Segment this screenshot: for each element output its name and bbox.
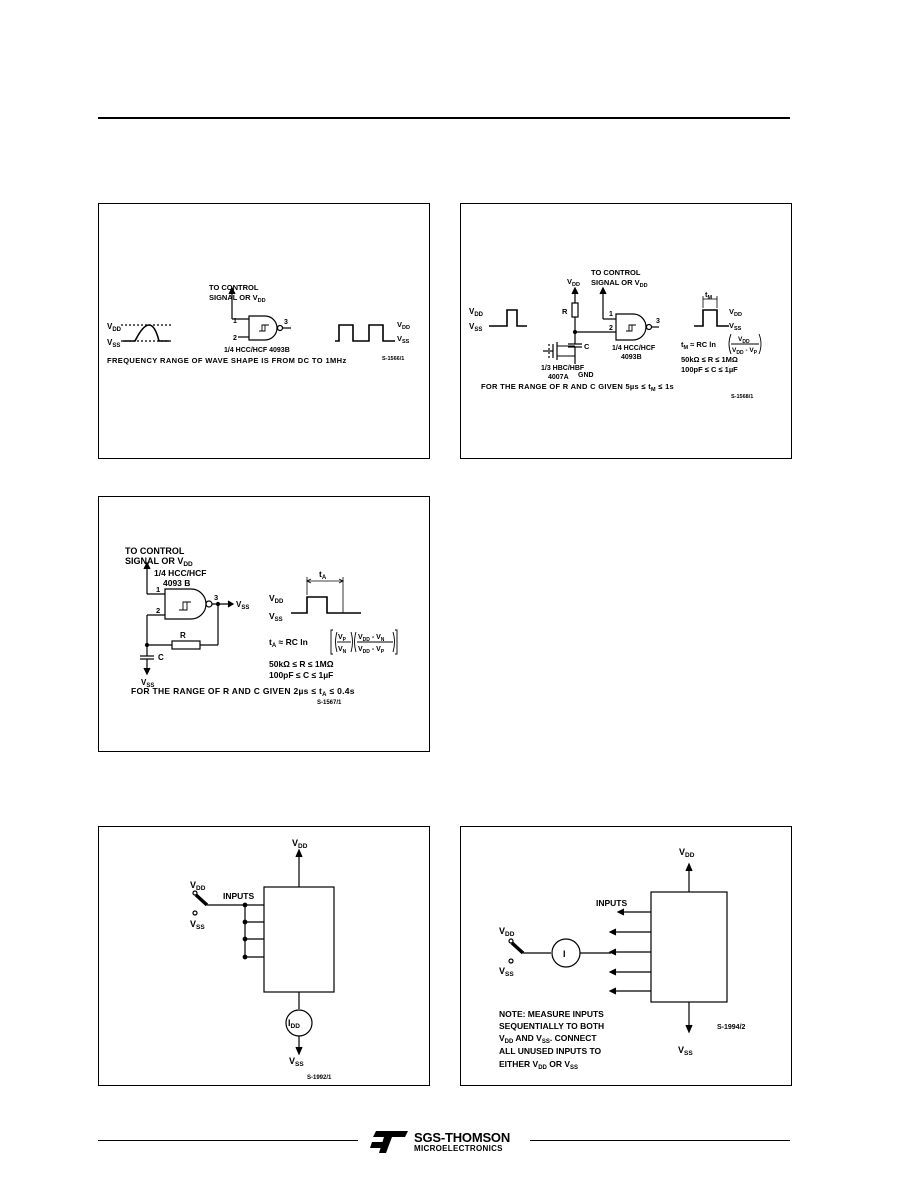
range-r: 50kΩ ≤ R ≤ 1MΩ	[681, 355, 738, 364]
label-signal-or-vdd: SIGNAL OR VDD	[125, 556, 193, 568]
formula-f2-num: VDD - VN	[358, 634, 385, 643]
note-line-5: EITHER VDD OR VSS	[499, 1059, 578, 1071]
label-vdd-top: VDD	[679, 847, 695, 859]
label-signal-or-vdd: SIGNAL OR VDD	[209, 293, 266, 304]
formula-f2-den: VDD - VP	[358, 646, 385, 655]
note-range: FOR THE RANGE OF R AND C GIVEN 5µs ≤ tM …	[481, 382, 674, 393]
meter-idd: IDD	[288, 1018, 300, 1030]
formula-den: VDD - VP	[732, 347, 758, 356]
schematic-astable: TO CONTROL SIGNAL OR VDD 1/4 HCC/HCF 409…	[125, 546, 398, 706]
figure-panel-schmitt-trigger-waveshaper: TO CONTROL SIGNAL OR VDD VDD VSS 1 2 3 1…	[98, 203, 430, 459]
brand-name: SGS-THOMSON	[414, 1130, 511, 1145]
label-in-vdd: VDD	[107, 322, 122, 333]
label-to-control: TO CONTROL	[591, 268, 641, 277]
pin-3: 3	[656, 318, 660, 325]
footer-rule-right	[530, 1140, 790, 1141]
label-gnd-vss: VSS	[141, 678, 154, 689]
label-ta: tA	[319, 569, 327, 581]
pin-1: 1	[233, 318, 237, 325]
label-buffer-part: 4007A	[548, 374, 569, 381]
label-c: C	[158, 653, 164, 662]
schematic-quiescent-current: VDD VDD VSS INPUTS IDD VSS S-1992/1	[190, 838, 335, 1081]
pin-1: 1	[609, 311, 613, 318]
label-out-vdd: VDD	[729, 307, 742, 318]
formula-f1-num: VP	[338, 634, 347, 643]
st-logo-icon: ST	[370, 1131, 408, 1153]
figure-code: S-1568/1	[731, 394, 753, 400]
label-inputs: INPUTS	[596, 898, 628, 908]
note-line-3: VDD AND VSS. CONNECT	[499, 1033, 597, 1045]
label-in-vss: VSS	[107, 338, 120, 349]
formula-num: VDD	[738, 336, 750, 345]
brand-subtitle: MICROELECTRONICS	[414, 1144, 503, 1153]
label-gate: 1/4 HCC/HCF	[612, 345, 656, 352]
label-vdd: VDD	[269, 593, 284, 605]
figure-code: S-1566/1	[382, 356, 404, 362]
label-switch-vss: VSS	[499, 966, 514, 978]
figure-panel-astable: TO CONTROL SIGNAL OR VDD 1/4 HCC/HCF 409…	[98, 496, 430, 752]
range-c: 100pF ≤ C ≤ 1µF	[681, 365, 738, 374]
label-gate: 1/4 HCC/HCF 4093B	[224, 347, 290, 354]
label-vss-bottom: VSS	[289, 1056, 304, 1068]
range-r: 50kΩ ≤ R ≤ 1MΩ	[269, 659, 334, 669]
formula-tm: tM ≈ RC ln	[681, 340, 716, 351]
figure-code: S-1567/1	[317, 700, 342, 706]
label-switch-vdd: VDD	[190, 880, 206, 892]
label-r: R	[562, 307, 568, 316]
figure-panel-quiescent-current: VDD VDD VSS INPUTS IDD VSS S-1992/1	[98, 826, 430, 1086]
label-switch-vss: VSS	[190, 919, 205, 931]
formula-ta: tA ≈ RC ln	[269, 637, 308, 649]
note-range: FOR THE RANGE OF R AND C GIVEN 2µs ≤ tA …	[131, 686, 355, 698]
label-switch-vdd: VDD	[499, 926, 515, 938]
pin-2: 2	[609, 325, 613, 332]
label-vdd-top: VDD	[567, 277, 580, 288]
label-gate-part: 4093B	[621, 354, 642, 361]
header-rule	[98, 117, 790, 119]
label-tm: tM	[705, 290, 713, 301]
schematic-waveshaper: TO CONTROL SIGNAL OR VDD VDD VSS 1 2 3 1…	[107, 283, 410, 365]
formula-f1-den: VN	[338, 646, 347, 655]
label-out-vdd: VDD	[397, 320, 410, 331]
pin-3: 3	[214, 593, 218, 602]
label-to-control: TO CONTROL	[125, 546, 185, 556]
label-c: C	[584, 342, 590, 351]
label-vdd-top: VDD	[292, 838, 308, 850]
schematic-monostable: TO CONTROL SIGNAL OR VDD VDD VDD VSS R C…	[469, 268, 762, 400]
schematic-input-current: VDD INPUTS VDD VSS I NOTE: MEASURE INPUT…	[499, 847, 746, 1071]
pin-3: 3	[284, 319, 288, 326]
pin-2: 2	[156, 606, 160, 615]
range-c: 100pF ≤ C ≤ 1µF	[269, 670, 333, 680]
note-line-4: ALL UNUSED INPUTS TO	[499, 1046, 602, 1056]
note-line-2: SEQUENTIALLY TO BOTH	[499, 1021, 604, 1031]
label-out-vss: VSS	[397, 334, 410, 345]
footer-rule-left	[98, 1140, 358, 1141]
label-out-vss: VSS	[729, 321, 742, 332]
figure-panel-input-current: VDD INPUTS VDD VSS I NOTE: MEASURE INPUT…	[460, 826, 792, 1086]
label-signal-or-vdd: SIGNAL OR VDD	[591, 278, 648, 289]
figure-code: S-1994/2	[717, 1024, 746, 1031]
label-gnd: GND	[578, 372, 594, 379]
meter-i: I	[563, 949, 566, 959]
label-vss-bottom: VSS	[678, 1045, 693, 1057]
label-gate: 1/4 HCC/HCF	[154, 568, 206, 578]
label-out-vss: VSS	[236, 600, 249, 611]
label-buffer: 1/3 HBC/HBF	[541, 365, 585, 372]
label-vss: VSS	[269, 611, 283, 623]
label-in-vss: VSS	[469, 322, 482, 333]
brand-logo: ST SGS-THOMSON MICROELECTRONICS	[370, 1127, 520, 1157]
label-gate-part: 4093 B	[163, 578, 190, 588]
figure-code: S-1992/1	[307, 1075, 332, 1081]
figure-panel-monostable: TO CONTROL SIGNAL OR VDD VDD VDD VSS R C…	[460, 203, 792, 459]
note-frequency-range: FREQUENCY RANGE OF WAVE SHAPE IS FROM DC…	[107, 356, 347, 365]
pin-2: 2	[233, 335, 237, 342]
label-r: R	[180, 631, 186, 640]
label-inputs: INPUTS	[223, 891, 255, 901]
label-in-vdd: VDD	[469, 307, 484, 318]
pin-1: 1	[156, 585, 160, 594]
note-line-1: NOTE: MEASURE INPUTS	[499, 1009, 604, 1019]
label-to-control: TO CONTROL	[209, 283, 259, 292]
formula-brackets	[330, 629, 398, 655]
formula-paren	[728, 333, 762, 355]
